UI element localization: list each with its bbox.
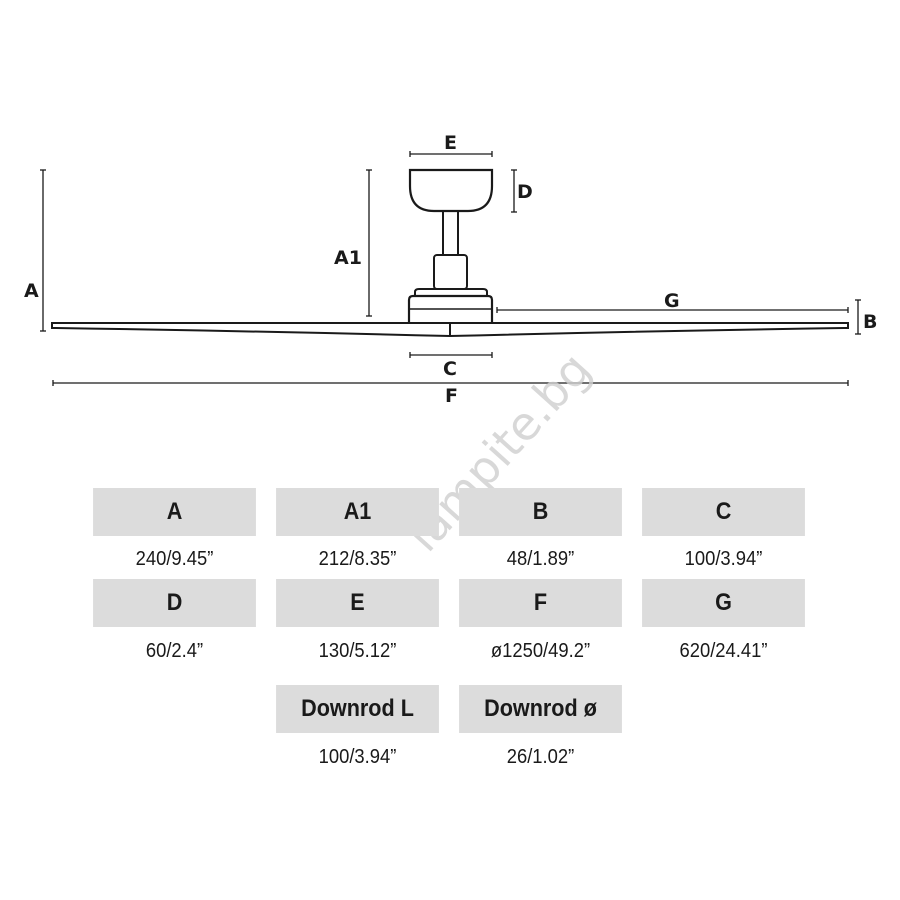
label-f: F [445, 385, 458, 407]
header-e: E [276, 579, 439, 627]
value-downrod-diameter: 26/1.02” [506, 746, 575, 768]
header-a: A [93, 488, 256, 536]
label-a1: A1 [334, 247, 362, 269]
dimension-c [409, 352, 493, 358]
value-e: 130/5.12” [318, 640, 397, 662]
label-c: C [443, 358, 457, 380]
value-f: ø1250/49.2” [490, 640, 591, 662]
value-g: 620/24.41” [679, 640, 768, 662]
header-b: B [459, 488, 622, 536]
header-downrod-diameter: Downrod ø [459, 685, 622, 733]
header-a1: A1 [276, 488, 439, 536]
value-c: 100/3.94” [684, 548, 763, 570]
motor-cap [414, 288, 488, 296]
value-a: 240/9.45” [135, 548, 214, 570]
downrod [442, 210, 459, 256]
header-downrod-length: Downrod L [276, 685, 439, 733]
header-g: G [642, 579, 805, 627]
label-a: A [24, 280, 39, 302]
value-d: 60/2.4” [145, 640, 204, 662]
blade-right [449, 322, 849, 337]
dimension-g [496, 307, 849, 313]
blade-left [51, 322, 451, 337]
header-f: F [459, 579, 622, 627]
dimension-a [40, 169, 46, 332]
header-c: C [642, 488, 805, 536]
label-g: G [664, 290, 680, 312]
dimension-f [52, 380, 849, 386]
dimension-a1 [366, 169, 372, 317]
dimension-d [511, 169, 517, 213]
label-e: E [444, 132, 457, 154]
value-downrod-length: 100/3.94” [318, 746, 397, 768]
header-d: D [93, 579, 256, 627]
label-b: B [863, 311, 877, 333]
value-b: 48/1.89” [506, 548, 575, 570]
canopy [408, 168, 494, 213]
dimension-e [409, 151, 493, 157]
dimension-b [855, 299, 861, 335]
value-a1: 212/8.35” [318, 548, 397, 570]
motor-upper [433, 254, 468, 290]
label-d: D [517, 181, 533, 203]
motor-body [407, 294, 494, 323]
